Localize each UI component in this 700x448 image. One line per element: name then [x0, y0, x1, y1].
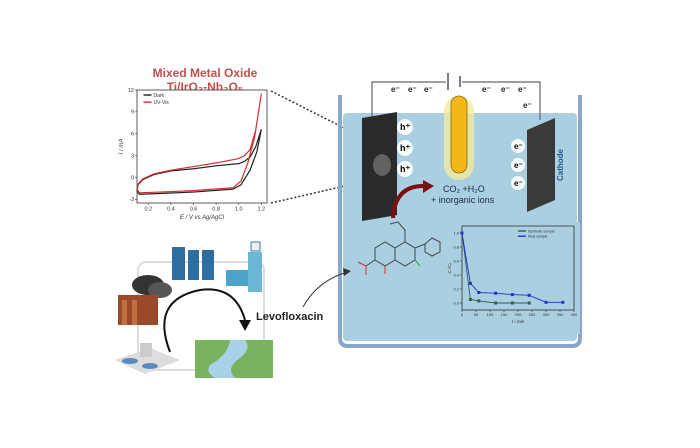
river-landscape-icon	[195, 340, 273, 378]
y-tick-label: 0.0	[453, 300, 459, 305]
data-point	[510, 293, 514, 297]
degradation-arrowhead	[423, 180, 434, 193]
y-tick-label: 0.6	[453, 258, 459, 263]
degradation-chart: 0 50 100 150 200 250 300 350 400 0.0 0.2 0.4 0.6 0.8 1…	[447, 225, 578, 324]
x-tick-label: 350	[557, 312, 564, 317]
anode-surface-texture	[373, 154, 391, 176]
city-buildings-icon	[172, 247, 214, 280]
x-axis-label: E / V vs Ag/AgCl	[180, 215, 225, 221]
electron: e⁻	[518, 85, 527, 94]
x-tick-label: 300	[543, 312, 550, 317]
cycle-arrow	[163, 288, 246, 353]
series-line-real-sample	[461, 232, 563, 303]
electrochemical-cell: e⁻ e⁻ e⁻ e⁻ e⁻ e⁻ e⁻ h⁺ h⁺ h⁺ Cathode e⁻…	[338, 73, 582, 348]
data-point	[494, 301, 498, 305]
products-line2: + inorganic ions	[431, 195, 495, 205]
electron: e⁻	[424, 85, 433, 94]
cathode-electrons: e⁻ e⁻ e⁻	[511, 139, 525, 190]
y-axis-label: I / mA	[119, 139, 125, 155]
x-tick-label: 0.4	[167, 207, 175, 213]
cycle-arrowhead	[239, 320, 251, 331]
x-tick-label: 0.8	[212, 207, 220, 213]
y-tick-label: 0	[131, 175, 134, 181]
hole: h⁺	[400, 122, 410, 132]
x-tick-label: 1.2	[258, 207, 266, 213]
data-point	[477, 299, 481, 303]
y-tick-label: 0.4	[453, 272, 459, 277]
x-tick-label: 100	[487, 312, 494, 317]
uv-lamp	[450, 95, 468, 174]
pollutant-label: Levofloxacin	[256, 311, 324, 323]
x-tick-label: 0.6	[190, 207, 198, 213]
plot-area	[136, 89, 268, 204]
holes: h⁺ h⁺ h⁺	[397, 119, 413, 177]
treatment-plant-icon	[115, 343, 180, 374]
electron: e⁻	[482, 85, 491, 94]
y-tick-label: 0.8	[453, 244, 459, 249]
y-tick-label: 1.0	[453, 230, 459, 235]
y-tick-label: 0.2	[453, 286, 459, 291]
y-tick-label: 9	[131, 110, 134, 116]
data-point	[477, 291, 481, 294]
hole: h⁺	[400, 164, 410, 174]
cathode-label: Cathode	[556, 148, 565, 181]
data-point	[460, 231, 464, 235]
y-axis-label: C /C₀	[447, 262, 452, 273]
tank-wall	[338, 95, 582, 348]
cv-chart: 0.2 0.4 0.6 0.8 1.0 1.2 -3 0 3 6 9 12 E / V vs Ag/Ag…	[119, 88, 268, 221]
pollutant-arrowhead	[343, 268, 351, 276]
hospital-icon	[226, 241, 262, 292]
hole: h⁺	[400, 143, 410, 153]
data-point	[510, 301, 514, 305]
legend-label: Real sample	[528, 235, 548, 239]
products-line1: CO₂ +H₂O	[443, 184, 485, 194]
y-tick-label: 6	[131, 132, 134, 138]
electrons-left: e⁻ e⁻ e⁻ e⁻ e⁻ e⁻ e⁻	[391, 85, 532, 110]
legend-label: Dark	[154, 93, 165, 99]
x-tick-label: 50	[474, 312, 479, 317]
y-tick-label: 3	[131, 153, 134, 159]
x-tick-label: 400	[571, 312, 578, 317]
electron: e⁻	[514, 161, 523, 170]
data-point	[561, 300, 565, 304]
x-tick-label: 250	[529, 312, 536, 317]
x-tick-label: 0	[461, 312, 464, 317]
x-tick-label: 0.2	[144, 207, 152, 213]
legend-label: UV-Vis	[154, 100, 170, 106]
x-tick-label: 150	[501, 312, 508, 317]
cathode-electrode	[527, 118, 555, 212]
data-point	[494, 291, 498, 295]
electron: e⁻	[408, 85, 417, 94]
series-line-dark	[136, 129, 262, 195]
x-tick-label: 1.0	[235, 207, 243, 213]
y-tick-label: -3	[129, 197, 134, 203]
electron: e⁻	[501, 85, 510, 94]
data-point	[544, 300, 548, 304]
degradation-arrow	[391, 183, 426, 219]
electron: e⁻	[514, 142, 523, 151]
series-line-uv-vis	[136, 93, 262, 194]
water-cycle: Levofloxacin	[115, 241, 351, 378]
data-point	[527, 293, 531, 297]
electron: e⁻	[514, 179, 523, 188]
data-point	[527, 301, 531, 305]
plot-area	[461, 225, 575, 311]
electron: e⁻	[391, 85, 400, 94]
legend-label: Synthetic sample	[528, 229, 555, 233]
data-point	[468, 281, 472, 285]
series-line-synthetic-sample	[461, 232, 530, 304]
factory-icon	[118, 275, 172, 325]
data-point	[468, 298, 472, 301]
electron: e⁻	[523, 101, 532, 110]
y-tick-label: 12	[128, 88, 134, 94]
cv-title-line1: Mixed Metal Oxide	[153, 66, 258, 80]
pollutant-to-cell-arrow	[302, 271, 349, 308]
x-axis-label: t / min	[512, 319, 525, 324]
x-tick-label: 200	[515, 312, 522, 317]
levofloxacin-molecule	[357, 221, 441, 275]
